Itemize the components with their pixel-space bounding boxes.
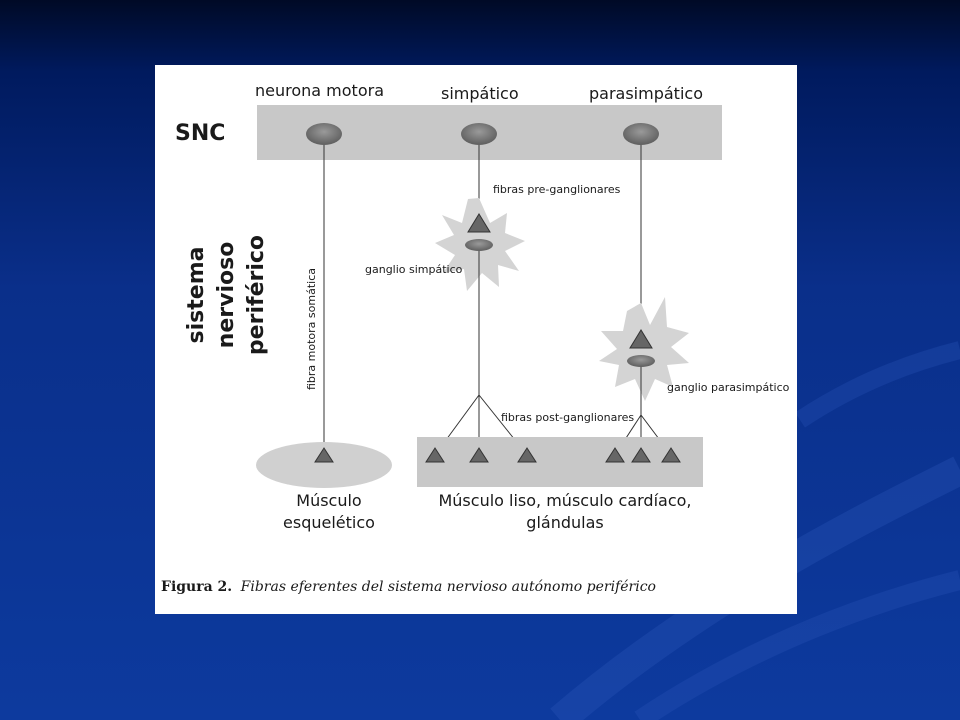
skeletal-muscle	[256, 442, 392, 488]
sympathetic-synapse-triangle	[467, 213, 491, 233]
preganglionic-label: fibras pre-ganglionares	[493, 183, 621, 196]
cns-label: SNC	[175, 121, 225, 146]
skeletal-junction-triangle	[314, 447, 334, 463]
sympathetic-cell	[461, 123, 497, 145]
target-triangle-2	[469, 447, 489, 463]
parasympathetic-ganglion-burst	[599, 297, 689, 401]
parasympathetic-synapse-triangle	[629, 329, 653, 349]
motor-neuron-label: neurona motora	[255, 81, 384, 100]
parasympathetic-cell	[623, 123, 659, 145]
figure-caption-text: Fibras eferentes del sistema nervioso au…	[240, 579, 656, 595]
svg-text:nervioso: nervioso	[214, 242, 239, 349]
efferent-fibers-diagram: SNC neurona motora simpático parasimpáti…	[175, 81, 790, 532]
svg-text:sistema: sistema	[184, 247, 209, 344]
somatic-fiber-label: fibra motora somática	[305, 268, 318, 390]
target-triangle-6	[661, 447, 681, 463]
target-triangle-1	[425, 447, 445, 463]
postganglionic-label: fibras post-ganglionares	[501, 411, 634, 424]
target-triangle-4	[605, 447, 625, 463]
figure-caption: Figura 2. Fibras eferentes del sistema n…	[161, 579, 791, 595]
figure-caption-lead: Figura 2.	[161, 579, 233, 595]
parasympathetic-ganglion-cell	[627, 355, 655, 367]
autonomic-targets-band	[417, 437, 703, 487]
sympathetic-ganglion-label: ganglio simpático	[365, 263, 463, 276]
target-triangle-5	[631, 447, 651, 463]
autonomic-targets-label-2: glándulas	[526, 513, 603, 532]
skeletal-muscle-label-1: Músculo	[296, 491, 361, 510]
parasympathetic-label: parasimpático	[589, 84, 703, 103]
motor-neuron-cell	[306, 123, 342, 145]
parasympathetic-ganglion-label: ganglio parasimpático	[667, 381, 790, 394]
target-triangle-3	[517, 447, 537, 463]
svg-text:periférico: periférico	[244, 235, 269, 355]
skeletal-muscle-label-2: esquelético	[283, 513, 375, 532]
sympathetic-ganglion-cell	[465, 239, 493, 251]
autonomic-targets-label-1: Músculo liso, músculo cardíaco,	[438, 491, 691, 510]
diagram-panel: SNC neurona motora simpático parasimpáti…	[155, 65, 797, 614]
sympathetic-label: simpático	[441, 84, 519, 103]
pns-label: sistema nervioso periférico	[184, 235, 269, 355]
